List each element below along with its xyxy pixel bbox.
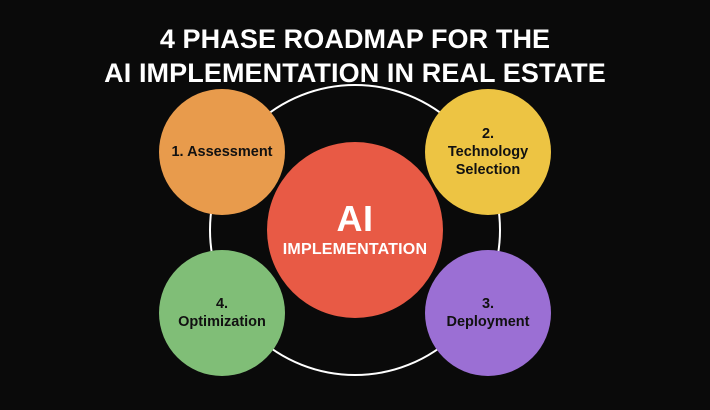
phase-circle-technology-selection[interactable]: 2. Technology Selection [425,89,551,215]
phase-circle-deployment[interactable]: 3. Deployment [425,250,551,376]
phase-label-deployment: 3. Deployment [446,296,530,330]
phase-label-optimization: 4. Optimization [178,296,266,330]
page-title: 4 PHASE ROADMAP FOR THE AI IMPLEMENTATIO… [0,22,710,90]
center-circle-ai-implementation[interactable]: AI IMPLEMENTATION [267,142,443,318]
title-line-1: 4 PHASE ROADMAP FOR THE [159,24,551,54]
phase-circle-assessment[interactable]: 1. Assessment [159,89,285,215]
phase-label-technology-selection: 2. Technology Selection [447,126,529,178]
center-subtitle: IMPLEMENTATION [282,241,428,258]
center-title: AI [336,198,374,239]
phase-label-assessment: 1. Assessment [171,144,273,160]
phase-circle-optimization[interactable]: 4. Optimization [159,250,285,376]
title-line-2: AI IMPLEMENTATION IN REAL ESTATE [104,58,606,88]
